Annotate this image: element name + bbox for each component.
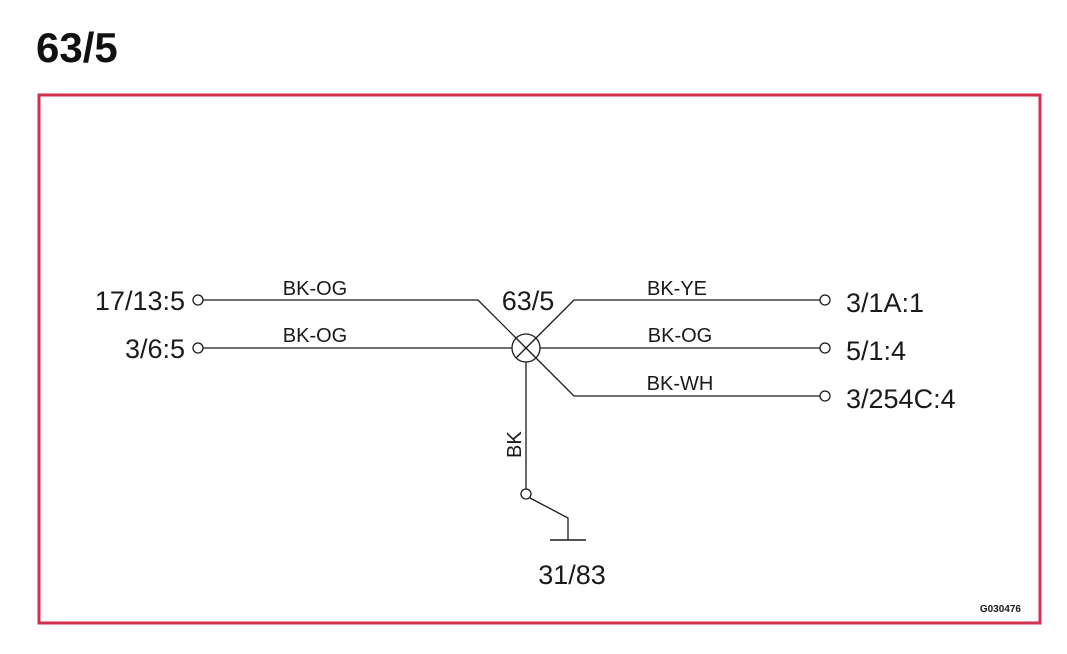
wire-color-label: BK-OG xyxy=(648,325,712,347)
terminal-ground-icon xyxy=(520,488,532,500)
wire-color-label: BK-YE xyxy=(647,278,707,300)
terminal-17-13-5-icon xyxy=(192,294,204,306)
terminal-label-5-1-4: 5/1:4 xyxy=(846,336,906,366)
terminal-3-1a-1-icon xyxy=(819,294,831,306)
terminal-3-6-5-icon xyxy=(192,342,204,354)
wire-color-label: BK-OG xyxy=(283,278,347,300)
ground-wire-label: BK xyxy=(504,431,526,458)
wire-right-bottom xyxy=(525,347,820,397)
ground-icon xyxy=(529,497,586,541)
terminal-label-3-254c-4: 3/254C:4 xyxy=(846,384,956,414)
wire-left-top xyxy=(203,299,527,349)
ground-terminal-label: 31/83 xyxy=(538,560,606,590)
terminal-label-3-1a-1: 3/1A:1 xyxy=(846,288,924,318)
wire-right-top xyxy=(525,299,820,349)
splice-icon xyxy=(511,333,541,363)
page-title: 63/5 xyxy=(36,24,118,71)
diagram-frame xyxy=(37,93,1042,625)
wire-color-label: BK-OG xyxy=(283,325,347,347)
wire-color-label: BK-WH xyxy=(647,373,714,395)
splice-label: 63/5 xyxy=(502,286,555,316)
terminal-label-17-13-5: 17/13:5 xyxy=(95,286,185,316)
terminal-5-1-4-icon xyxy=(819,342,831,354)
figure-code: G030476 xyxy=(980,604,1022,615)
terminal-label-3-6-5: 3/6:5 xyxy=(125,334,185,364)
terminal-3-254c-4-icon xyxy=(819,390,831,402)
